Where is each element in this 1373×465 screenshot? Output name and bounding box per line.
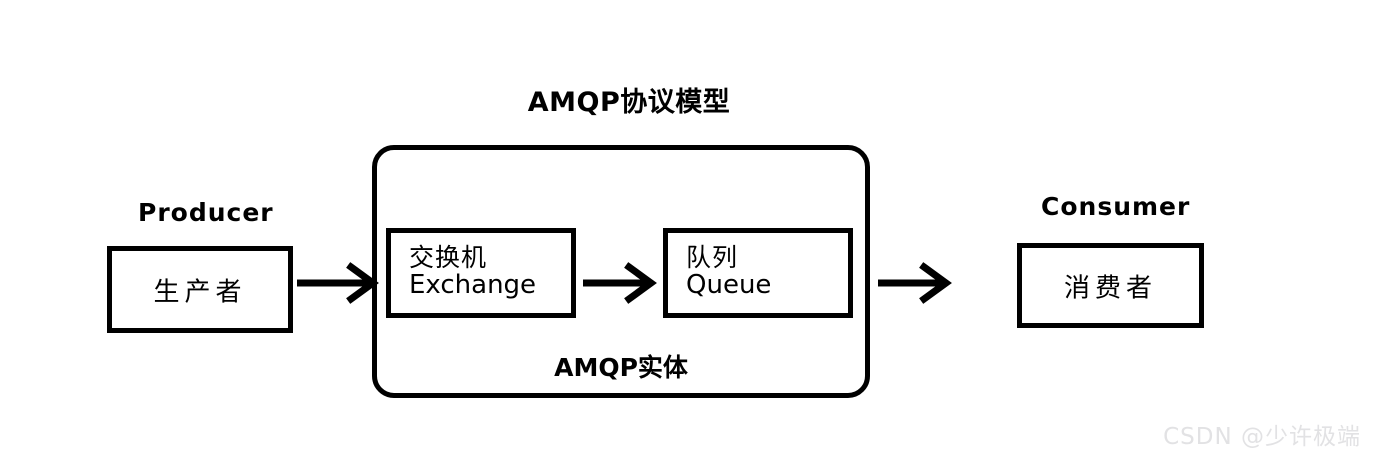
consumer-label: Consumer: [1041, 192, 1191, 221]
amqp-entity-label: AMQP实体: [554, 353, 688, 382]
page-title: AMQP协议模型: [527, 87, 731, 118]
amqp-entity-container: [372, 145, 870, 398]
consumer-box: 消费者: [1017, 243, 1204, 328]
queue-latin-line: Queue: [686, 270, 772, 301]
queue-box-text: 队列 Queue: [686, 242, 772, 301]
arrow-producer-to-exchange: [297, 262, 379, 304]
exchange-box: 交换机 Exchange: [386, 228, 576, 318]
producer-box: 生产者: [107, 246, 293, 333]
exchange-latin-line: Exchange: [409, 270, 537, 301]
arrow-queue-to-consumer: [878, 262, 960, 304]
consumer-box-text: 消费者: [1063, 273, 1157, 303]
queue-cjk-line: 队列: [686, 242, 739, 272]
queue-box: 队列 Queue: [663, 228, 853, 318]
producer-box-text: 生产者: [153, 277, 247, 307]
producer-label: Producer: [138, 198, 274, 227]
watermark: CSDN @少许极端: [1163, 424, 1361, 450]
exchange-box-text: 交换机 Exchange: [409, 242, 537, 301]
exchange-cjk-line: 交换机: [409, 242, 488, 272]
arrow-exchange-to-queue: [583, 262, 657, 304]
